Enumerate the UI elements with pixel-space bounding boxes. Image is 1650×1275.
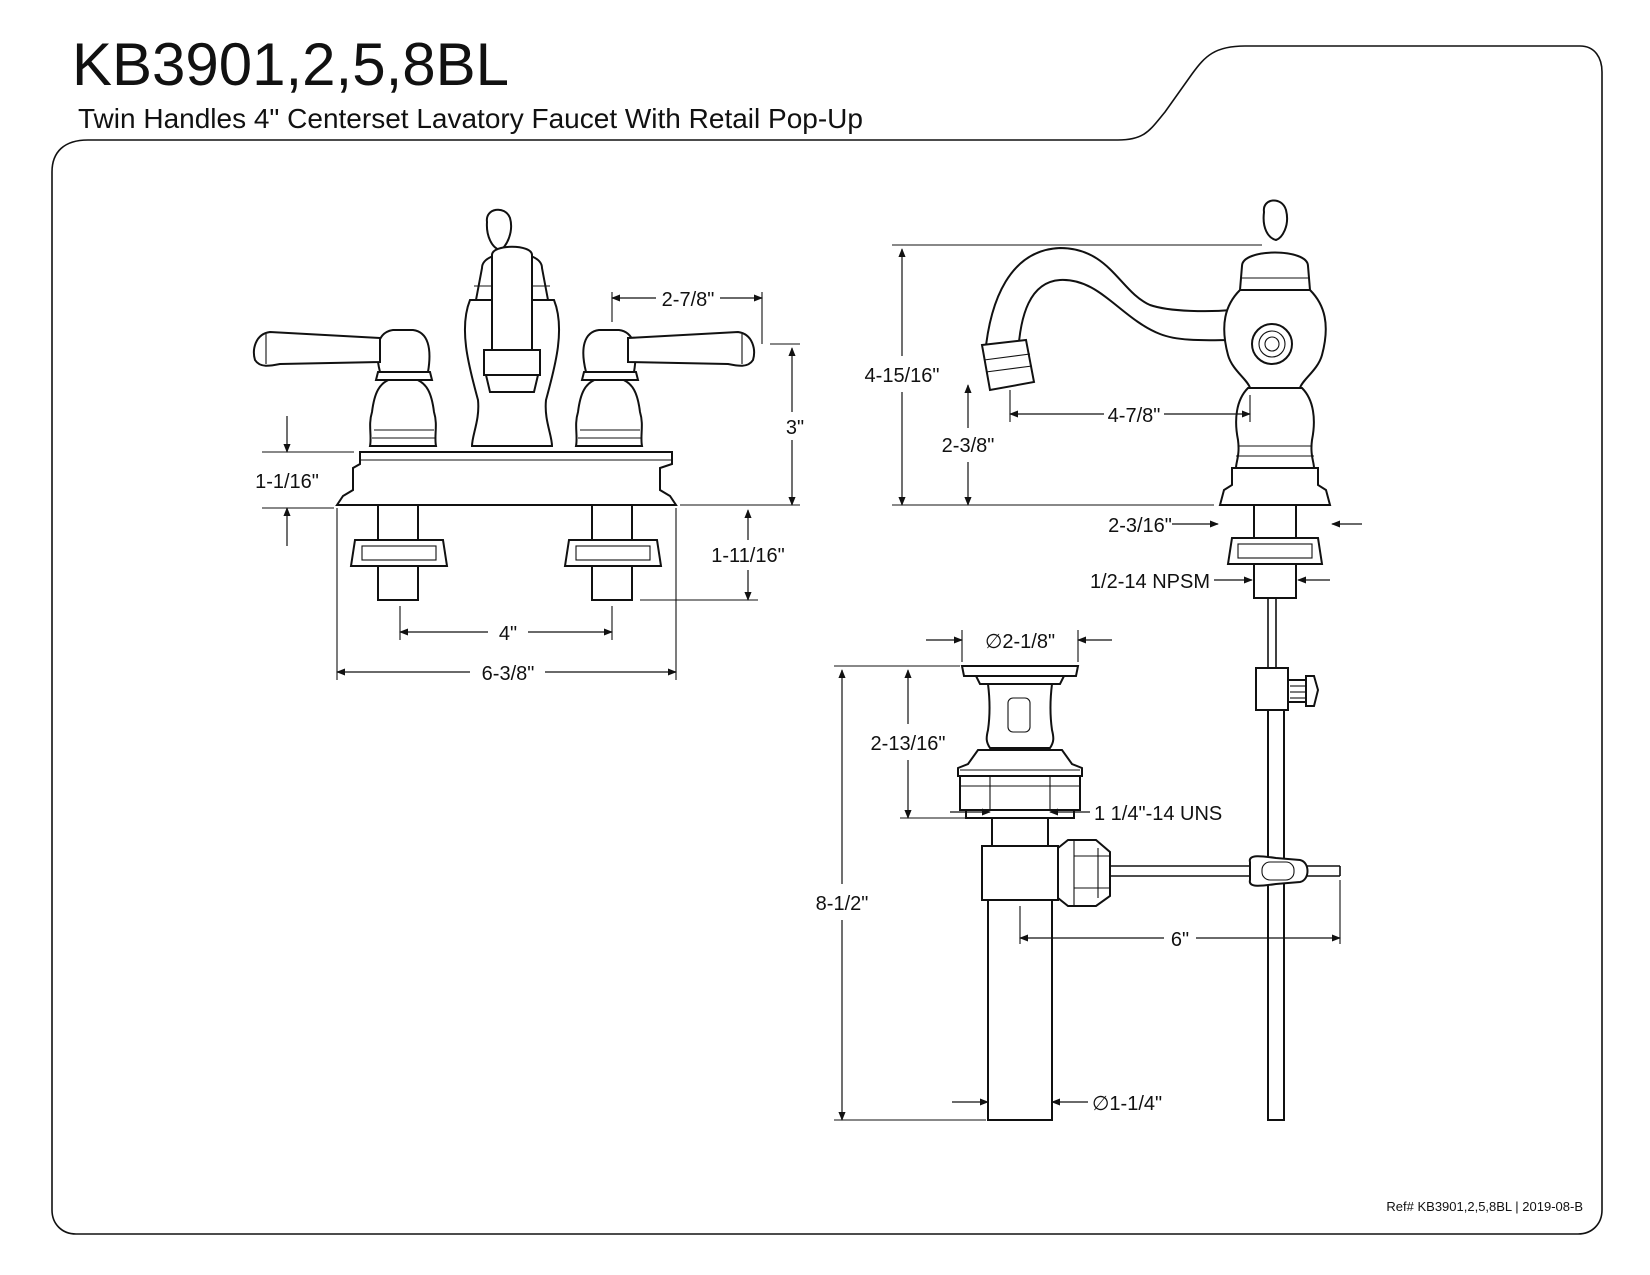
title-block: KB3901,2,5,8BL Twin Handles 4" Centerset… xyxy=(72,31,863,134)
reference-number: Ref# KB3901,2,5,8BL | 2019-08-B xyxy=(1386,1199,1583,1214)
dim-shank-length: 1-11/16" xyxy=(711,545,784,567)
dim-tailpiece-diameter: ∅1-1/4" xyxy=(1092,1093,1162,1115)
model-number: KB3901,2,5,8BL xyxy=(72,31,509,98)
dim-overall-width: 6-3/8" xyxy=(482,663,535,685)
dim-base-width: 2-3/16" xyxy=(1108,515,1172,537)
drain-dimensions: ∅2-1/8" 2-13/16" 1 1/4"-14 UNS 8-1/2" 6"… xyxy=(816,630,1341,1121)
dim-height: 3" xyxy=(786,417,804,439)
sheet-border xyxy=(51,45,1603,1235)
front-view-drawing xyxy=(252,208,756,601)
side-view-drawing xyxy=(980,199,1332,599)
dim-spout-reach: 4-7/8" xyxy=(1108,405,1161,427)
front-view-dimensions: 2-7/8" 3" 1-1/16" 1-11/16" 4" 6-3/8" xyxy=(255,289,804,685)
dim-drain-body-height: 2-13/16" xyxy=(871,733,946,755)
dim-spout-height: 2-3/8" xyxy=(942,435,995,457)
product-subtitle: Twin Handles 4" Centerset Lavatory Fauce… xyxy=(78,103,863,134)
dim-drain-thread: 1 1/4"-14 UNS xyxy=(1094,803,1222,825)
dim-handle-spacing: 2-7/8" xyxy=(662,289,715,311)
dim-deck-height: 1-1/16" xyxy=(255,471,319,493)
dim-flange-diameter: ∅2-1/8" xyxy=(985,631,1055,653)
drain-drawing xyxy=(957,598,1341,1121)
side-view-dimensions: 4-15/16" 2-3/8" 4-7/8" 2-3/16" 1/2-14 NP… xyxy=(865,244,1362,593)
dim-rod-length: 6" xyxy=(1171,929,1189,951)
dim-drain-length: 8-1/2" xyxy=(816,893,869,915)
dim-overall-height: 4-15/16" xyxy=(865,365,940,387)
dim-centers: 4" xyxy=(499,623,517,645)
dim-supply-thread: 1/2-14 NPSM xyxy=(1090,571,1210,593)
